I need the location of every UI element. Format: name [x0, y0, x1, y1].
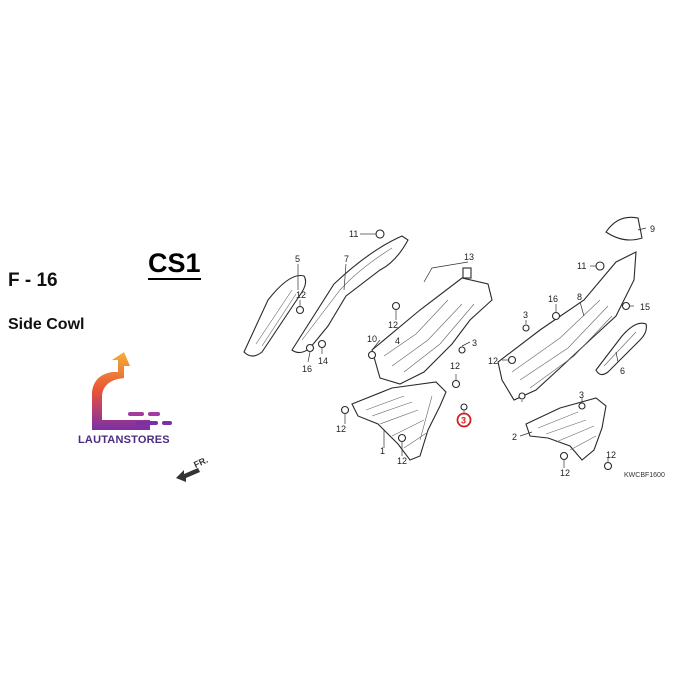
callout-label: 12	[336, 424, 346, 434]
callout-label: 3	[472, 338, 477, 348]
logo-speed-line	[148, 412, 160, 416]
callout-label: 7	[344, 254, 349, 264]
clip-icon	[603, 461, 613, 471]
part-4-rear-cowl	[371, 277, 493, 385]
part-9-tail-cap	[605, 216, 643, 241]
bolt-icon	[317, 339, 327, 349]
callout-label: 12	[560, 468, 570, 478]
fasteners-left	[295, 229, 472, 443]
callout-label: 5	[295, 254, 300, 264]
front-direction-arrow: FR.	[176, 455, 209, 482]
nut-icon	[578, 402, 586, 410]
screw-icon	[305, 343, 315, 353]
callout-label: 4	[395, 336, 400, 346]
part-6-side-strip	[595, 322, 647, 376]
screw-icon	[295, 305, 305, 315]
part-8-main-cowl	[497, 251, 637, 401]
callout-label: 12	[488, 356, 498, 366]
leader-lines-right	[502, 227, 647, 468]
clip-icon	[340, 405, 350, 415]
part-5-side-strip	[243, 274, 307, 357]
clip-icon	[391, 301, 401, 311]
screw-icon	[375, 229, 385, 239]
nut-icon	[460, 403, 468, 411]
bolt-icon	[621, 301, 631, 311]
logo-text: LAUTANSTORES	[78, 434, 170, 446]
callout-label: 11	[577, 261, 586, 271]
clip-icon	[397, 433, 407, 443]
logo-speed-line	[136, 421, 158, 425]
callout-label: 12	[397, 456, 407, 466]
highlighted-part-number: 3	[461, 416, 466, 426]
callout-label: 6	[620, 366, 625, 376]
callout-label: 2	[512, 432, 517, 442]
callout-label: 16	[548, 294, 558, 304]
clip-icon	[451, 379, 461, 389]
callout-labels: 11 7 5 12 16 14 10 4 12 13 3 12 12 1 12 …	[295, 224, 655, 478]
callout-label: 8	[577, 292, 582, 302]
fasteners-right	[507, 261, 631, 471]
variant-label: CS1	[148, 248, 201, 280]
logo-arrow-shape	[92, 352, 150, 430]
logo-speed-line	[162, 421, 172, 425]
callout-label: 12	[388, 320, 398, 330]
nut-icon	[518, 392, 526, 400]
callout-label: 3	[523, 310, 528, 320]
logo-speed-line	[128, 412, 144, 416]
part-7-panel	[291, 235, 409, 354]
callout-label: 13	[464, 252, 474, 262]
callout-label: 16	[302, 364, 312, 374]
bolt-icon	[551, 311, 561, 321]
screw-icon	[595, 261, 605, 271]
callout-label: 1	[380, 446, 385, 456]
callout-label: 9	[650, 224, 655, 234]
store-logo	[92, 352, 172, 430]
part-1-side-cover	[351, 381, 447, 461]
callout-label: 12	[296, 290, 306, 300]
callout-label: 15	[640, 302, 650, 312]
callout-label: 12	[450, 361, 460, 371]
section-code: F - 16	[8, 270, 58, 291]
front-arrow-icon	[176, 468, 200, 482]
section-title: Side Cowl	[8, 316, 85, 333]
highlight-circle	[456, 412, 472, 428]
front-indicator-text: FR.	[192, 455, 209, 470]
callout-label: 10	[367, 334, 377, 344]
clip-icon	[507, 355, 517, 365]
leader-lines-left	[297, 233, 471, 456]
grommet-icon	[462, 267, 472, 279]
clip-icon	[559, 451, 569, 461]
diagram-code: KWCBF1600	[624, 472, 665, 479]
part-2-lower-cover	[525, 397, 607, 461]
callout-label: 14	[318, 356, 328, 366]
nut-icon	[458, 346, 466, 354]
callout-label: 3	[579, 390, 584, 400]
nut-icon	[522, 324, 530, 332]
callout-label: 12	[606, 450, 616, 460]
clip-icon	[367, 350, 377, 360]
callout-label: 11	[349, 229, 358, 239]
